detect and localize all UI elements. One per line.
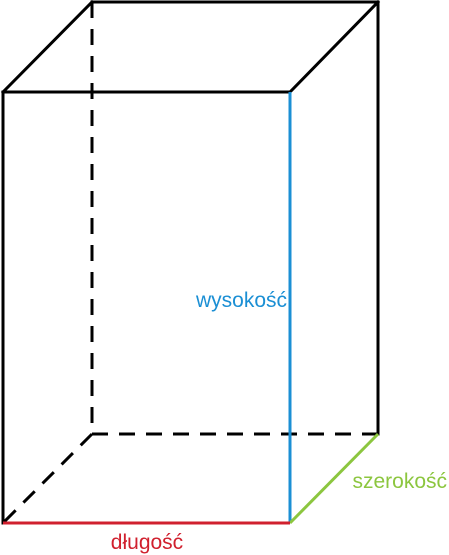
length-label: długość [111,531,183,554]
height-label: wysokość [195,289,287,312]
hidden-edge-bottom-left-depth [1,432,94,525]
width-edge [288,432,380,525]
visible-edges [0,0,381,525]
hidden-edges [1,2,378,525]
width-label: szerokość [352,470,447,493]
edge-top-right-depth [287,0,381,95]
edge-top-left-depth [0,0,95,95]
